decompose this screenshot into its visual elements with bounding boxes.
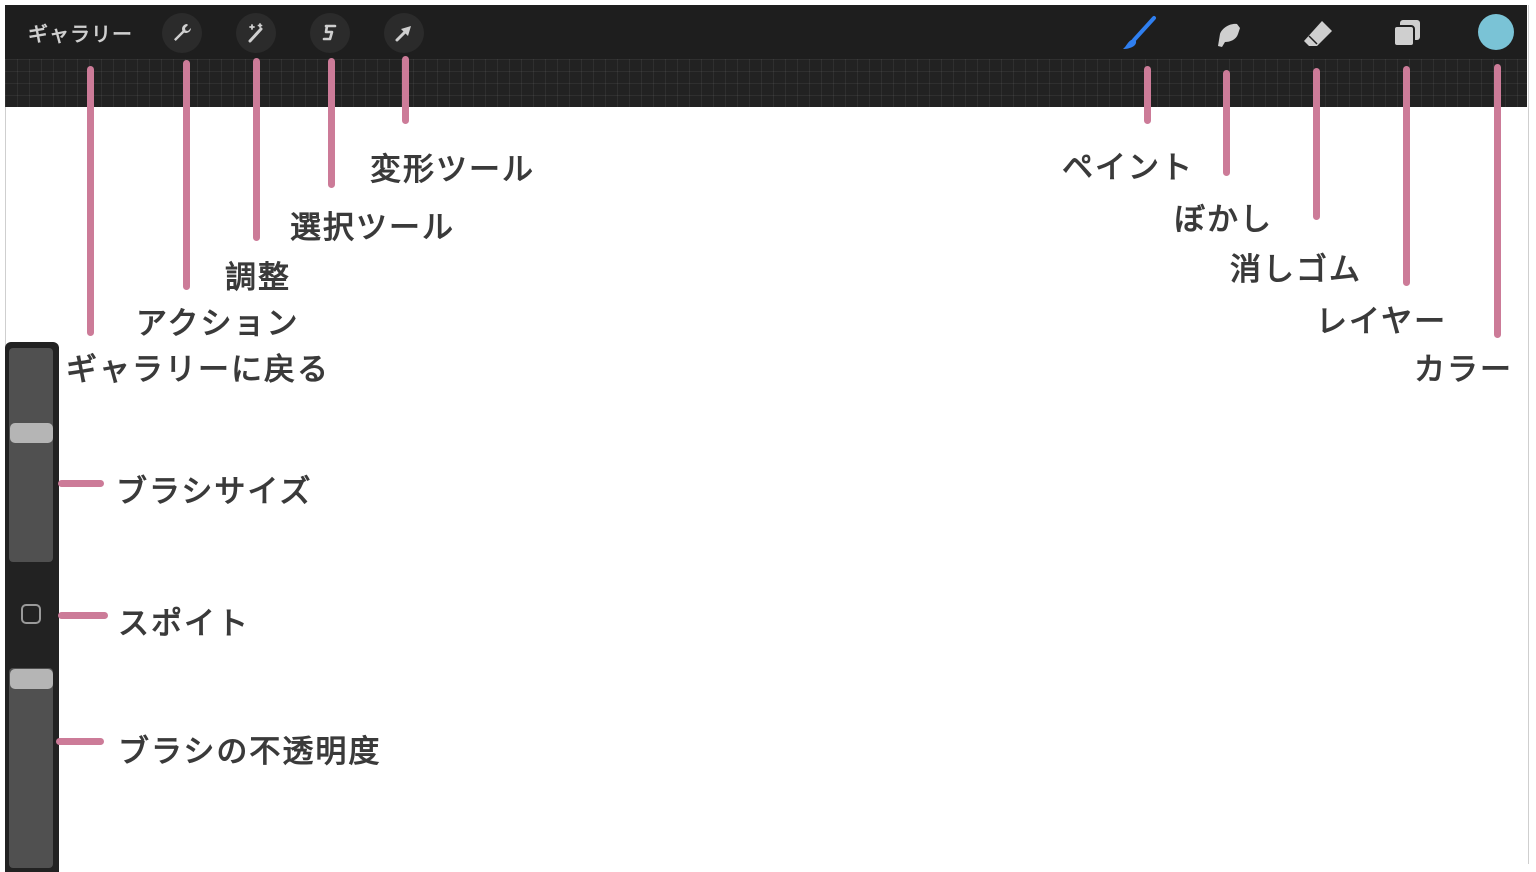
label-transform-tool: 変形ツール xyxy=(370,152,535,188)
leader-line-brush-opacity xyxy=(56,738,104,745)
label-smudge: ぼかし xyxy=(1174,202,1273,238)
wrench-icon xyxy=(174,24,191,41)
leader-line-transform xyxy=(402,56,409,124)
leader-line-paint xyxy=(1144,66,1151,124)
paint-button[interactable] xyxy=(1120,14,1160,54)
selection-s-icon xyxy=(322,24,337,41)
actions-button[interactable] xyxy=(162,13,202,53)
label-eraser: 消しゴム xyxy=(1230,252,1362,288)
leader-line-color xyxy=(1494,64,1501,338)
smudge-button[interactable] xyxy=(1208,14,1248,54)
label-back-to-gallery: ギャラリーに戻る xyxy=(66,352,330,388)
magic-wand-icon xyxy=(248,23,263,43)
transform-button[interactable] xyxy=(384,13,424,53)
label-brush-size: ブラシサイズ xyxy=(116,474,313,510)
brush-size-slider[interactable] xyxy=(9,348,53,562)
arrow-cursor-icon xyxy=(395,26,411,42)
leader-line-actions xyxy=(183,60,190,290)
smudge-finger-icon xyxy=(1218,23,1240,47)
label-eyedropper: スポイト xyxy=(118,606,250,642)
leader-line-selection xyxy=(328,58,335,188)
layers-button[interactable] xyxy=(1387,14,1427,54)
brush-opacity-slider[interactable] xyxy=(9,668,53,868)
leader-line-layers xyxy=(1403,66,1410,286)
brush-opacity-thumb[interactable] xyxy=(10,669,53,689)
leader-line-brush-size xyxy=(58,480,104,487)
label-color: カラー xyxy=(1414,352,1513,388)
leader-line-eraser xyxy=(1313,68,1320,220)
label-paint: ペイント xyxy=(1062,150,1194,186)
layers-icon xyxy=(1393,20,1420,47)
gallery-button[interactable]: ギャラリー xyxy=(28,22,133,46)
brush-size-thumb[interactable] xyxy=(10,423,53,443)
label-layers: レイヤー xyxy=(1316,304,1448,340)
adjustments-button[interactable] xyxy=(236,13,276,53)
label-brush-opacity: ブラシの不透明度 xyxy=(118,734,382,770)
selection-button[interactable] xyxy=(310,13,350,53)
leader-line-smudge xyxy=(1223,70,1230,176)
color-button[interactable] xyxy=(1478,14,1514,50)
leader-line-eyedropper xyxy=(58,612,108,619)
leader-line-adjustments xyxy=(253,58,260,241)
eraser-button[interactable] xyxy=(1298,14,1338,54)
eraser-icon xyxy=(1304,21,1332,46)
label-actions: アクション xyxy=(136,306,300,342)
leader-line-gallery xyxy=(87,66,94,336)
brush-icon xyxy=(1123,16,1156,49)
label-selection-tool: 選択ツール xyxy=(290,210,455,246)
label-adjustments: 調整 xyxy=(225,260,291,296)
eyedropper-button[interactable] xyxy=(21,604,41,624)
canvas-grid-strip xyxy=(5,59,1527,107)
